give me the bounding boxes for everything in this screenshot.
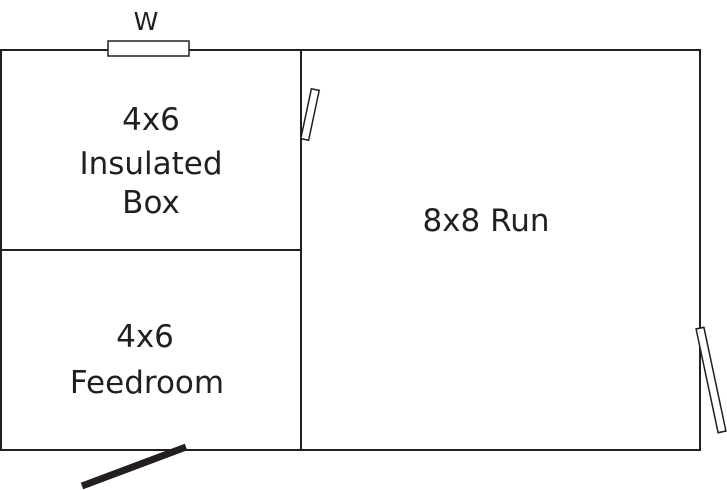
door-box-to-run	[299, 87, 321, 142]
door-feedroom-open	[80, 443, 188, 490]
room-label-feedroom-name: Feedroom	[70, 365, 224, 401]
door-run-right-wall	[695, 326, 727, 434]
window-label: W	[134, 7, 159, 36]
room-label-insulated-box-size: 4x6	[122, 102, 180, 138]
room-label-run: 8x8 Run	[422, 203, 549, 239]
room-label-insulated-box-line3: Box	[122, 185, 180, 221]
window-top-wall	[107, 40, 190, 57]
room-label-insulated-box-line2: Insulated	[79, 146, 222, 182]
room-label-feedroom-size: 4x6	[116, 319, 174, 355]
